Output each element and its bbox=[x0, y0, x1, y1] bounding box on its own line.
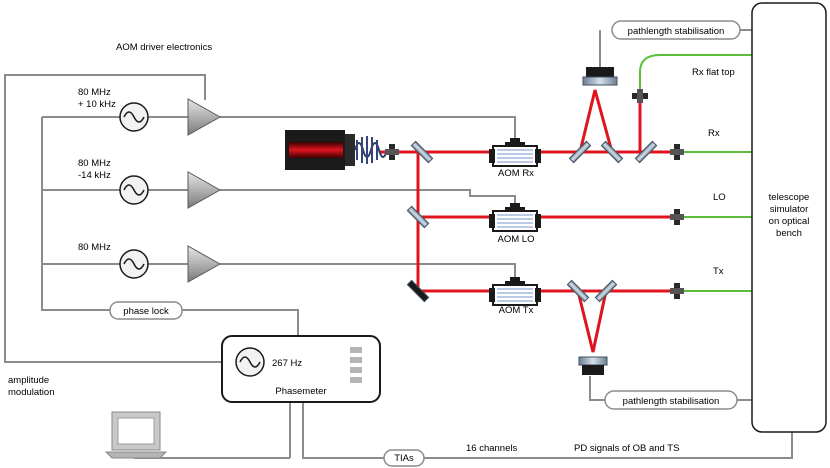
telescope-simulator-box: telescope simulator on optical bench bbox=[751, 2, 827, 433]
rf-cable-rx bbox=[220, 116, 516, 138]
computer-icon bbox=[104, 411, 168, 459]
phase-lock-label: phase lock bbox=[123, 306, 169, 317]
beam-tx-pathlength bbox=[576, 290, 608, 353]
aom-rx-label: AOM Rx bbox=[498, 168, 534, 179]
pd-signals-label: PD signals of OB and TS bbox=[574, 443, 679, 454]
pathlength-top-box: pathlength stabilisation bbox=[611, 20, 741, 40]
cabling bbox=[4, 29, 793, 459]
tias-box: TIAs bbox=[383, 449, 425, 467]
pathlength-top-label: pathlength stabilisation bbox=[628, 26, 725, 37]
aom-icon bbox=[489, 138, 541, 306]
fiber-coupler-icon bbox=[385, 89, 684, 299]
rf-cable-lo bbox=[220, 189, 516, 207]
phase-lock-box: phase lock bbox=[109, 301, 183, 320]
amplitude-label-line2: modulation bbox=[8, 387, 54, 398]
tx-label: Tx bbox=[713, 266, 724, 277]
rf1-freq-label: 80 MHz bbox=[78, 87, 111, 98]
rf2-freq-label: 80 MHz bbox=[78, 158, 111, 169]
phasemeter-freq-label: 267 Hz bbox=[272, 358, 302, 369]
amplitude-label-line1: amplitude bbox=[8, 375, 49, 386]
channels-label: 16 channels bbox=[466, 443, 517, 454]
aom-lo-label: AOM LO bbox=[498, 234, 535, 245]
beam-rx-pathlength bbox=[578, 89, 614, 153]
pathlength-cable-bottom bbox=[589, 376, 605, 401]
lo-label: LO bbox=[713, 192, 726, 203]
phasemeter-box bbox=[221, 335, 381, 403]
laser-icon bbox=[285, 130, 388, 170]
phasemeter-label: Phasemeter bbox=[275, 386, 326, 397]
rx-flat-top-label: Rx flat top bbox=[692, 67, 735, 78]
phase-lock-bus bbox=[41, 117, 110, 311]
aom-driver-label: AOM driver electronics bbox=[116, 42, 212, 53]
mirror-icon bbox=[406, 140, 658, 303]
fibers bbox=[639, 54, 752, 292]
signal-generator-icon bbox=[119, 102, 149, 279]
rf-cable-tx bbox=[220, 263, 516, 278]
rf3-freq-label: 80 MHz bbox=[78, 242, 111, 253]
fiber-rx-flat-top bbox=[639, 54, 752, 92]
amplitude-modulation-cable bbox=[4, 74, 222, 363]
pathlength-bottom-label: pathlength stabilisation bbox=[623, 396, 720, 407]
telescope-label-line2: simulator bbox=[770, 204, 809, 215]
telescope-label-line4: bench bbox=[776, 228, 802, 239]
rf2-offset-label: -14 kHz bbox=[78, 170, 111, 181]
telescope-label-line3: on optical bbox=[769, 216, 810, 227]
telescope-label-line1: telescope bbox=[769, 192, 810, 203]
piezo-mirror-icon bbox=[578, 67, 618, 375]
pd-signals-cable bbox=[302, 402, 793, 459]
text-labels: AOM driver electronics 80 MHz + 10 kHz 8… bbox=[8, 42, 735, 454]
rx-label: Rx bbox=[708, 128, 720, 139]
pathlength-bottom-box: pathlength stabilisation bbox=[604, 390, 738, 410]
tias-label: TIAs bbox=[394, 453, 414, 464]
rf1-offset-label: + 10 kHz bbox=[78, 99, 116, 110]
amplifier-icon bbox=[187, 98, 222, 283]
aom-tx-label: AOM Tx bbox=[499, 305, 534, 316]
